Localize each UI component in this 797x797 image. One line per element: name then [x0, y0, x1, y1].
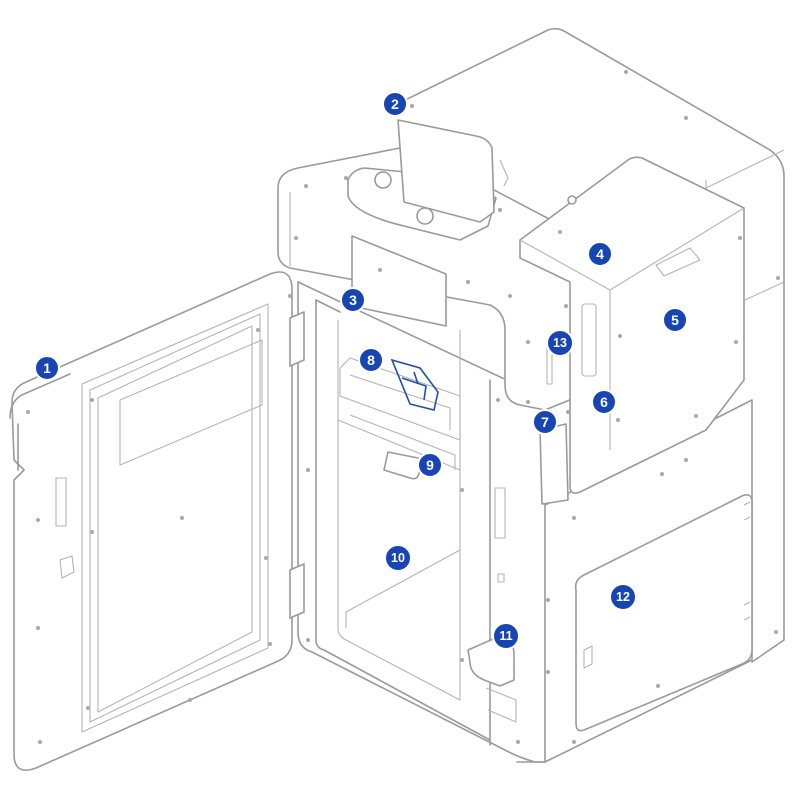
callout-2: 2: [382, 91, 408, 117]
callout-4: 4: [587, 241, 613, 267]
callout-8: 8: [358, 347, 384, 373]
svg-text:3: 3: [349, 292, 357, 308]
callout-10: 10: [384, 544, 412, 572]
callouts: 1 2 3 4 5 6 7 8: [34, 91, 688, 650]
svg-text:2: 2: [391, 96, 399, 112]
callout-5: 5: [662, 307, 688, 333]
callout-1: 1: [34, 355, 60, 381]
right-module: [519, 156, 745, 505]
top-head-unit: [277, 119, 583, 411]
front-door: [9, 271, 305, 771]
svg-text:6: 6: [600, 394, 608, 410]
callout-12: 12: [609, 583, 637, 611]
touch-screen: [351, 235, 447, 327]
callout-3: 3: [340, 287, 366, 313]
svg-text:9: 9: [426, 457, 434, 473]
callout-13: 13: [546, 329, 574, 357]
callout-11: 11: [492, 622, 520, 650]
screw-dots: [26, 70, 780, 744]
svg-text:5: 5: [671, 312, 679, 328]
top-lid: [397, 119, 495, 223]
main-frame: [297, 281, 546, 763]
svg-text:7: 7: [541, 414, 549, 430]
svg-text:13: 13: [553, 336, 567, 350]
svg-text:12: 12: [616, 590, 630, 604]
rear-cabinet: [394, 27, 785, 663]
svg-text:4: 4: [596, 246, 604, 262]
side-access-panel: [574, 494, 753, 732]
svg-text:10: 10: [391, 551, 405, 565]
callout-7: 7: [532, 409, 558, 435]
svg-text:1: 1: [43, 360, 51, 376]
callout-9: 9: [417, 452, 443, 478]
svg-text:11: 11: [499, 629, 512, 643]
callout-6: 6: [591, 389, 617, 415]
svg-text:8: 8: [367, 352, 375, 368]
